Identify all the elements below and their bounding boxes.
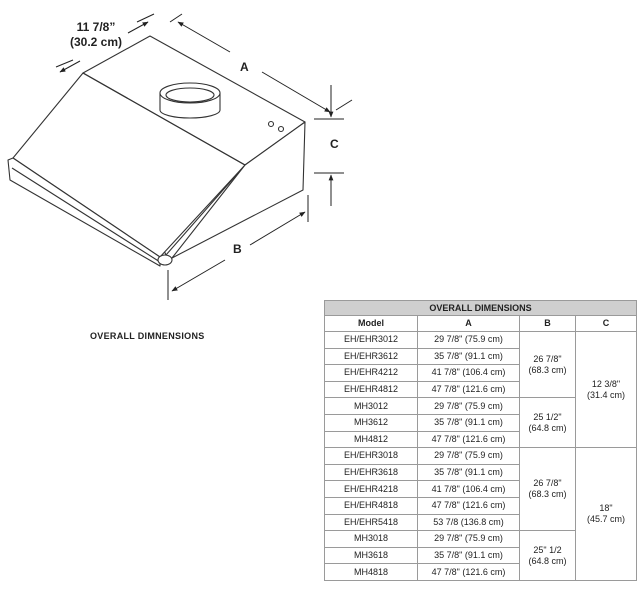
model-cell: MH4812: [324, 430, 418, 449]
a-cell: 47 7/8" (121.6 cm): [417, 430, 520, 449]
drawing-caption: OVERALL DIMNENSIONS: [90, 331, 205, 341]
model-cell: MH4818: [324, 563, 418, 581]
c-cell: 12 3/8"(31.4 cm): [574, 330, 638, 449]
b-cell: 25 1/2"(64.8 cm): [519, 397, 576, 449]
a-cell: 47 7/8" (121.6 cm): [417, 380, 520, 399]
a-cell: 35 7/8" (91.1 cm): [417, 413, 520, 432]
model-cell: EH/EHR4212: [324, 364, 418, 382]
b-value: 26 7/8": [533, 353, 562, 364]
model-cell: EH/EHR3618: [324, 463, 418, 482]
header-a: A: [417, 315, 520, 332]
model-cell: MH3618: [324, 546, 418, 565]
width-dimension-line: [59, 60, 81, 73]
table-row: MH4812 47 7/8" (121.6 cm): [324, 430, 637, 449]
table-row: EH/EHR3012 29 7/8" (75.9 cm) 26 7/8"(68.…: [324, 330, 638, 449]
b-value: 25 1/2": [533, 411, 562, 422]
a-cell: 29 7/8" (75.9 cm): [417, 331, 520, 349]
header-b: B: [519, 315, 576, 332]
table-row: MH3612 35 7/8" (91.1 cm): [324, 413, 637, 432]
a-cell: 41 7/8" (106.4 cm): [417, 364, 520, 382]
model-cell: EH/EHR3018: [324, 447, 418, 465]
dimension-c-label: C: [330, 137, 339, 151]
b-value-metric: (64.8 cm): [528, 422, 567, 433]
b-cell: 26 7/8"(68.3 cm): [519, 447, 576, 532]
c-value: 12 3/8": [591, 378, 621, 389]
model-cell: MH3612: [324, 413, 418, 432]
b-cell: 25" 1/2(64.8 cm): [519, 530, 576, 581]
model-cell: EH/EHR4818: [324, 496, 418, 515]
model-cell: EH/EHR3612: [324, 347, 418, 366]
b-cell: 26 7/8"(68.3 cm): [519, 330, 576, 399]
table-row: EH/EHR5418 53 7/8 (136.8 cm): [324, 513, 637, 532]
c-value-metric: (31.4 cm): [587, 389, 626, 400]
header-c: C: [574, 315, 638, 332]
b-value-metric: (64.8 cm): [528, 555, 567, 566]
range-hood-drawing: [7, 13, 353, 300]
model-cell: EH/EHR4218: [324, 480, 418, 498]
a-cell: 47 7/8" (121.6 cm): [417, 563, 520, 581]
model-cell: MH3012: [324, 397, 418, 415]
dimension-a-label: A: [240, 60, 249, 74]
model-cell: EH/EHR5418: [324, 513, 418, 532]
c-cell: 18"(45.7 cm): [574, 447, 638, 581]
table-title: OVERALL DIMENSIONS: [323, 300, 638, 316]
a-cell: 35 7/8" (91.1 cm): [417, 546, 520, 565]
table-row: MH4818 47 7/8" (121.6 cm): [324, 563, 637, 581]
b-value-metric: (68.3 cm): [528, 489, 567, 500]
width-label-imperial: 11 7/8”: [76, 20, 116, 34]
dimensions-table: OVERALL DIMENSIONS Model A B C EH/EHR301…: [323, 300, 638, 581]
c-value: 18": [599, 503, 613, 514]
table-row: EH/EHR4812 47 7/8" (121.6 cm): [324, 380, 637, 399]
b-value: 25" 1/2: [533, 544, 562, 555]
table-row: EH/EHR3612 35 7/8" (91.1 cm): [324, 347, 637, 366]
c-value-metric: (45.7 cm): [587, 514, 626, 525]
table-row: EH/EHR3018 29 7/8" (75.9 cm) 26 7/8"(68.…: [324, 447, 638, 581]
b-value-metric: (68.3 cm): [528, 364, 567, 375]
dimension-b-line: [171, 259, 226, 292]
a-cell: 53 7/8 (136.8 cm): [417, 513, 520, 532]
model-cell: EH/EHR4812: [324, 380, 418, 399]
width-label-metric: (30.2 cm): [69, 35, 123, 49]
a-cell: 29 7/8" (75.9 cm): [417, 530, 520, 548]
knob-2: [277, 125, 285, 133]
table-row: MH3012 29 7/8" (75.9 cm) 25 1/2"(64.8 cm…: [324, 397, 637, 449]
a-cell: 35 7/8" (91.1 cm): [417, 463, 520, 482]
table-row: EH/EHR4218 41 7/8" (106.4 cm): [324, 480, 637, 498]
width-dimension-label: 11 7/8” (30.2 cm): [66, 20, 126, 50]
a-cell: 29 7/8" (75.9 cm): [417, 447, 520, 465]
knob-1: [267, 120, 275, 128]
duct-collar: [159, 82, 221, 119]
b-value: 26 7/8": [533, 478, 562, 489]
table-row: MH3018 29 7/8" (75.9 cm) 25" 1/2(64.8 cm…: [324, 530, 637, 581]
a-cell: 29 7/8" (75.9 cm): [417, 397, 520, 415]
hood-side-panel: [171, 121, 306, 259]
a-cell: 41 7/8" (106.4 cm): [417, 480, 520, 498]
a-cell: 35 7/8" (91.1 cm): [417, 347, 520, 366]
dimension-b-label: B: [233, 242, 242, 256]
a-cell: 47 7/8" (121.6 cm): [417, 496, 520, 515]
header-model: Model: [324, 315, 418, 332]
model-cell: MH3018: [324, 530, 418, 548]
dimension-a-line: [177, 21, 231, 53]
model-cell: EH/EHR3012: [324, 331, 418, 349]
